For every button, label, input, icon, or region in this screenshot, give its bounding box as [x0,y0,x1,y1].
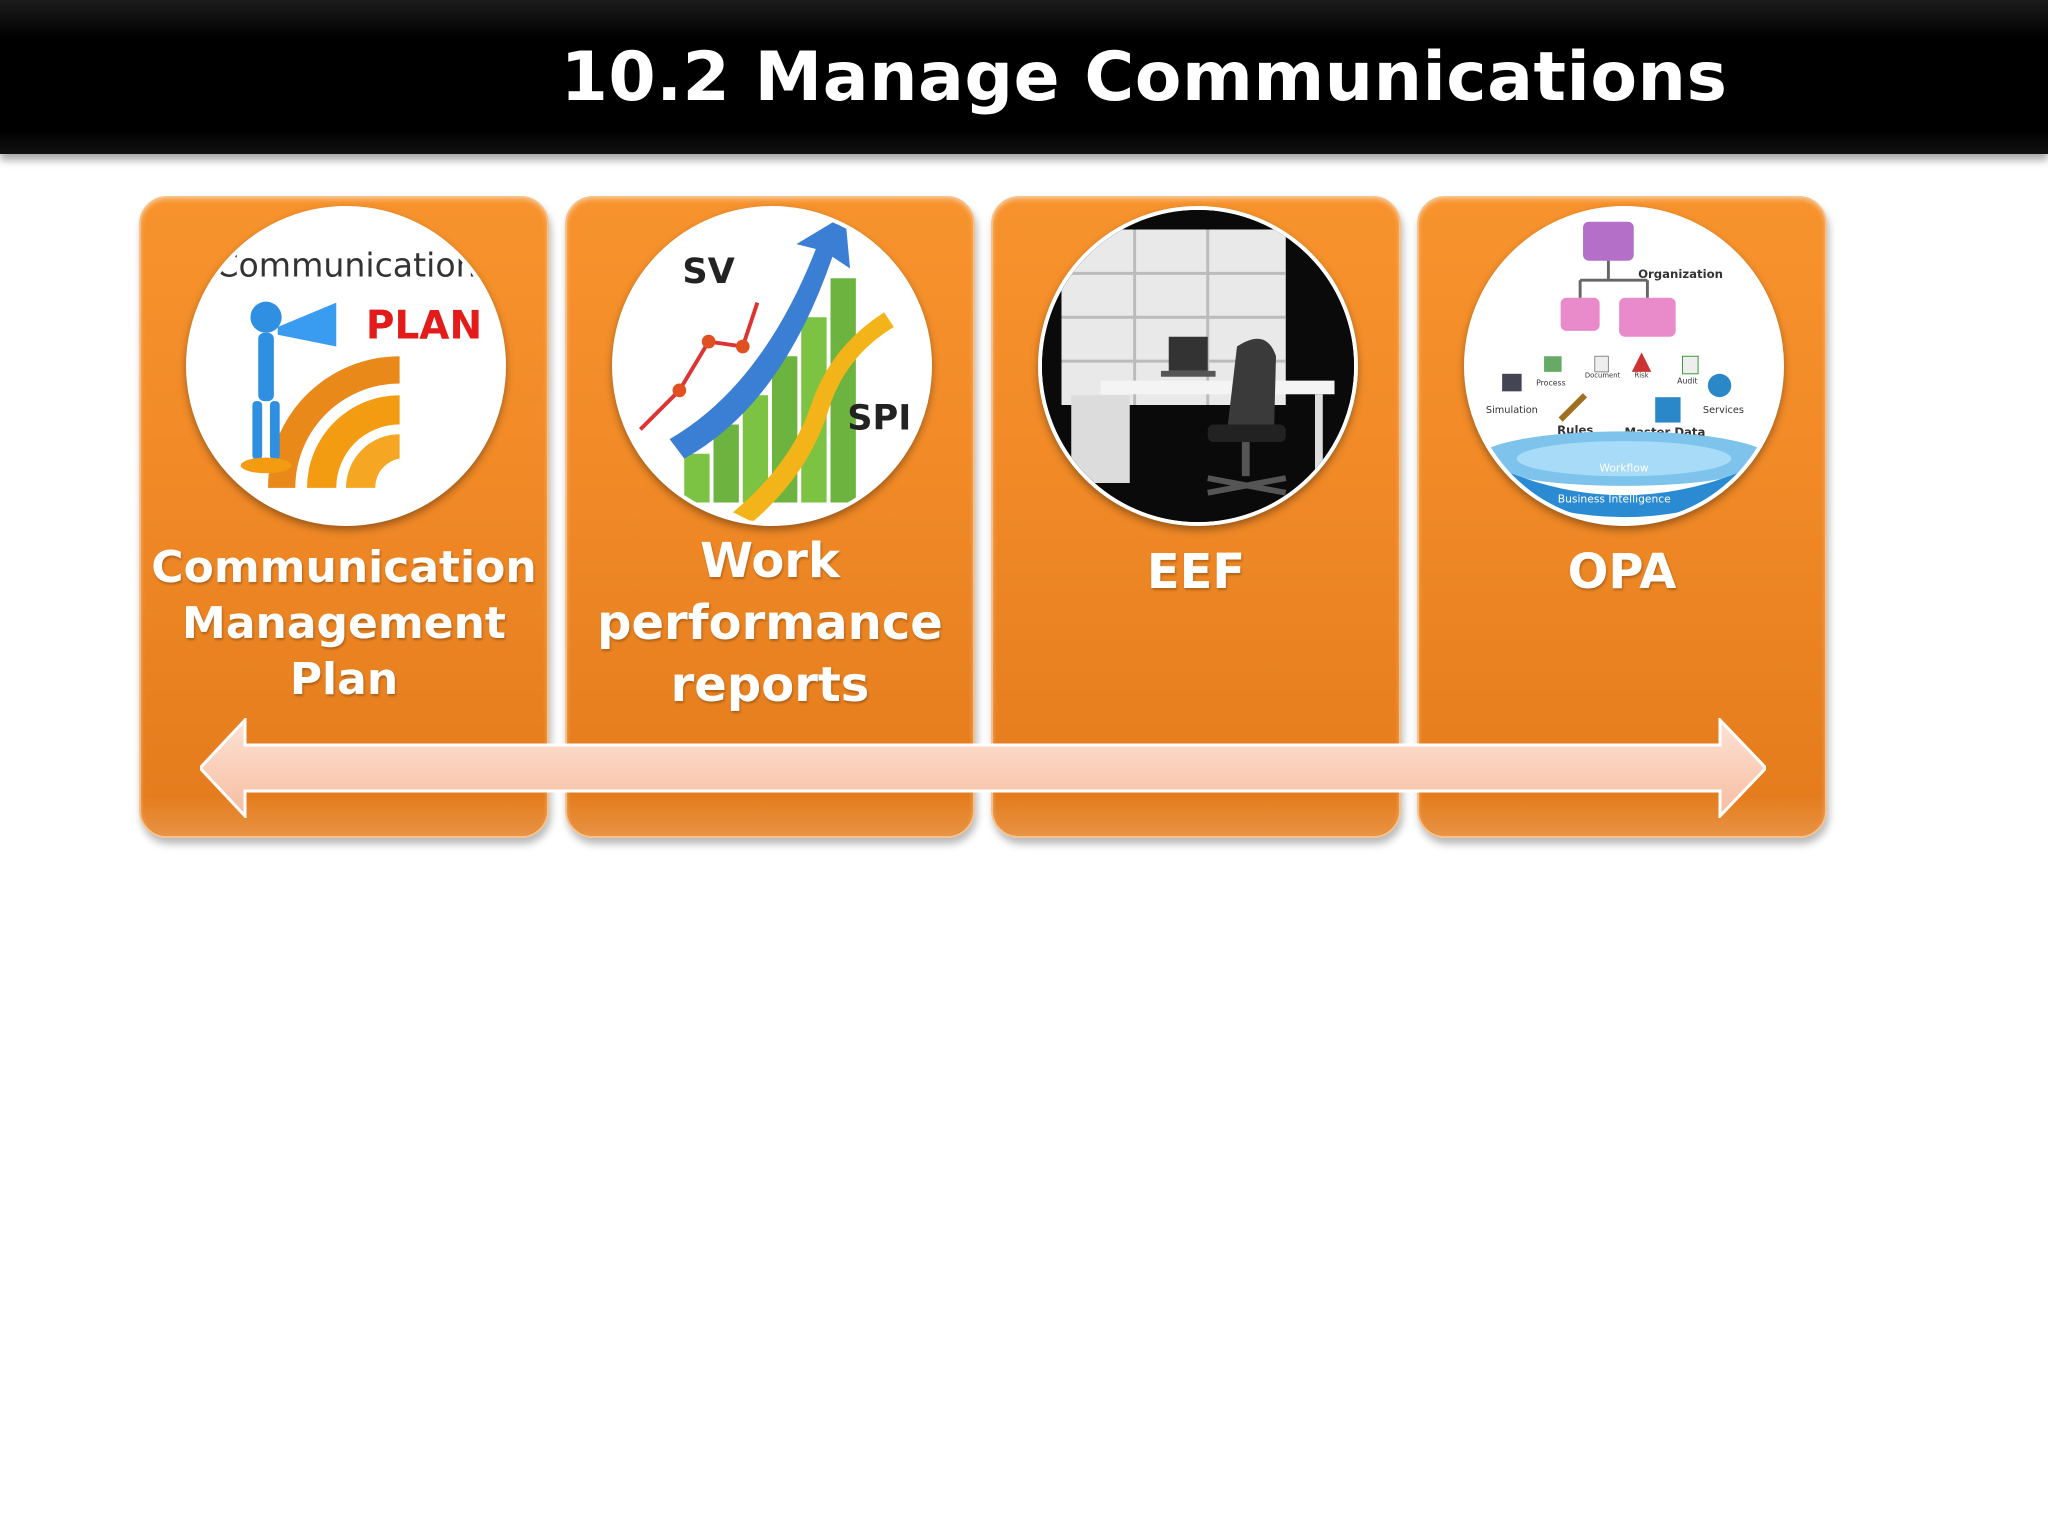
organization-assets-icon: Organization Process Document Risk Audit… [1464,206,1784,526]
performance-chart-icon: SV SPI [612,206,932,526]
image-text-audit: Audit [1677,377,1697,386]
communication-plan-icon: Communication PLAN [186,206,506,526]
card-label: Communication Management Plan [151,540,537,708]
title-bar: 10.2 Manage Communications [0,0,2048,154]
image-text-document: Document [1585,372,1621,380]
label-line: Work [700,533,840,589]
slide-title: 10.2 Manage Communications [560,38,1728,117]
image-text-services: Services [1703,405,1744,416]
label-line: Management [182,598,506,649]
image-text-process: Process [1536,379,1566,388]
card-label: OPA [1429,542,1815,602]
label-line: EEF [1146,544,1246,600]
image-text-organization: Organization [1638,267,1723,281]
image-text-spi: SPI [847,397,911,438]
card-communication-management-plan: Communication PLAN Communication Managem… [139,196,549,838]
image-text-sv: SV [682,251,734,292]
label-line: reports [670,657,870,713]
image-text-risk: Risk [1634,372,1648,380]
image-text-simulation: Simulation [1486,405,1538,416]
card-label: Work performance reports [577,530,963,716]
label-line: Plan [289,654,399,705]
card-label: EEF [1003,542,1389,602]
label-line: Communication [151,542,537,593]
card-work-performance-reports: SV SPI Work performance reports [565,196,975,838]
image-text-workflow: Workflow [1599,461,1648,474]
image-text-business-intelligence: Business Intelligence [1558,492,1671,505]
image-text-communication: Communication [215,245,476,284]
card-eef: EEF [991,196,1401,838]
label-line: performance [597,595,943,651]
label-line: OPA [1567,544,1677,600]
office-desk-icon [1038,206,1358,526]
double-headed-arrow [200,718,1766,818]
card-opa: Organization Process Document Risk Audit… [1417,196,1827,838]
image-text-plan: PLAN [366,304,482,349]
